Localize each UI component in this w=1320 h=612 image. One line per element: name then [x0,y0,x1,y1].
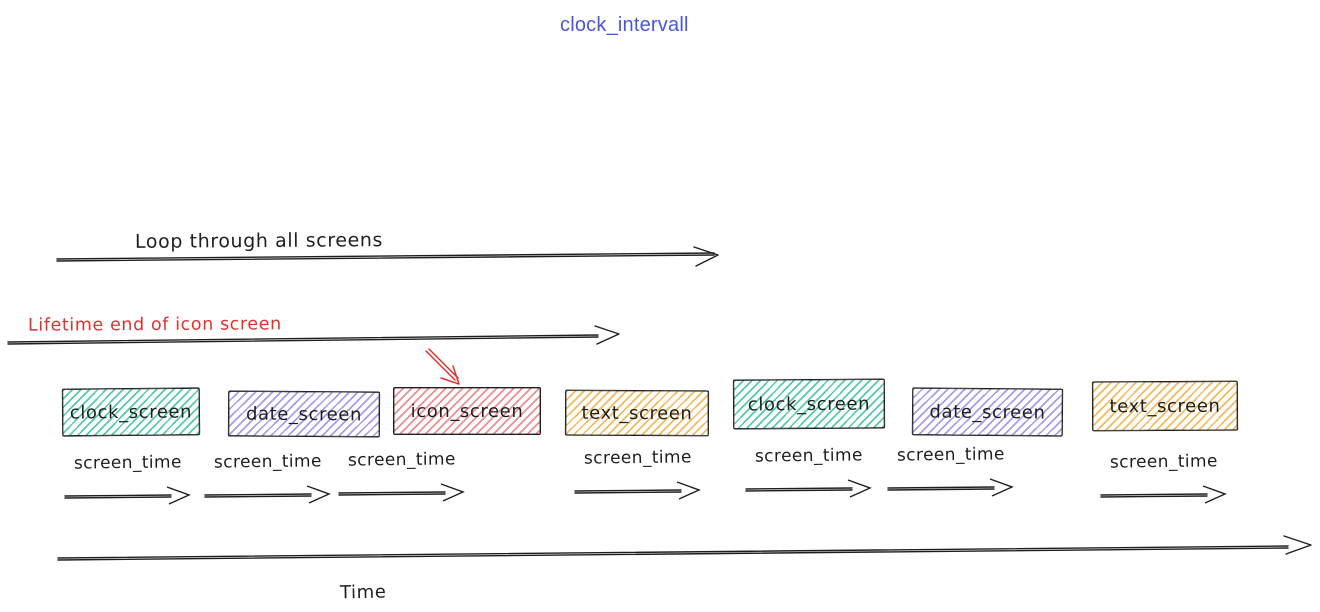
screen-time-group-7: screen_time [1098,451,1230,504]
screen-time-group-3: screen_time [336,449,468,502]
screen-time-arrow [338,483,465,502]
screen-box-date-1: date_screen [227,390,381,438]
screen-box-label: clock_screen [747,393,871,415]
lifetime-arrowhead [594,325,620,345]
screen-time-arrow [1100,485,1227,504]
lifetime-arrow [7,325,620,345]
screen-time-arrow [745,479,872,498]
screen-time-group-1: screen_time [62,452,194,505]
screen-time-group-6: screen_time [885,444,1017,497]
diagram-title: clock_intervall [560,14,689,36]
screen-time-group-5: screen_time [743,445,875,498]
screen-time-arrow [574,481,701,500]
pointer-arrowhead [440,365,460,385]
loop-arrowhead [693,246,719,267]
screen-box-date-2: date_screen [911,387,1064,437]
screen-box-label: date_screen [929,400,1046,424]
screen-box-clock-1: clock_screen [61,387,201,437]
icon-screen-pointer-arrow [425,348,460,385]
screen-time-label: screen_time [213,451,323,473]
loop-arrow-label: Loop through all screens [134,229,384,253]
screen-time-label: screen_time [73,452,183,474]
screen-box-label: date_screen [245,403,363,425]
screen-time-label: screen_time [754,445,864,467]
screen-box-icon: icon_screen [393,387,541,435]
time-axis-label: Time [339,581,387,604]
screen-time-arrow [887,478,1014,497]
screen-time-group-2: screen_time [202,451,334,504]
screen-box-label: clock_screen [69,400,193,424]
screen-box-label: text_screen [581,402,693,424]
screen-time-group-4: screen_time [572,447,704,500]
lifetime-arrow-label: Lifetime end of icon screen [27,314,282,336]
screen-time-label: screen_time [896,444,1006,466]
screen-box-clock-2: clock_screen [732,378,886,430]
screen-time-label: screen_time [583,447,693,469]
time-axis-arrowhead [1283,535,1312,555]
time-axis-arrow [57,535,1312,561]
screen-box-label: text_screen [1109,395,1221,417]
screen-box-label: icon_screen [410,400,524,422]
screen-time-arrow [204,485,331,504]
screen-time-arrow [64,486,191,505]
screen-time-label: screen_time [347,449,457,471]
screen-time-label: screen_time [1109,451,1219,473]
loop-arrow [56,246,719,267]
screen-box-text-1: text_screen [564,389,710,437]
screen-box-text-2: text_screen [1091,380,1239,432]
